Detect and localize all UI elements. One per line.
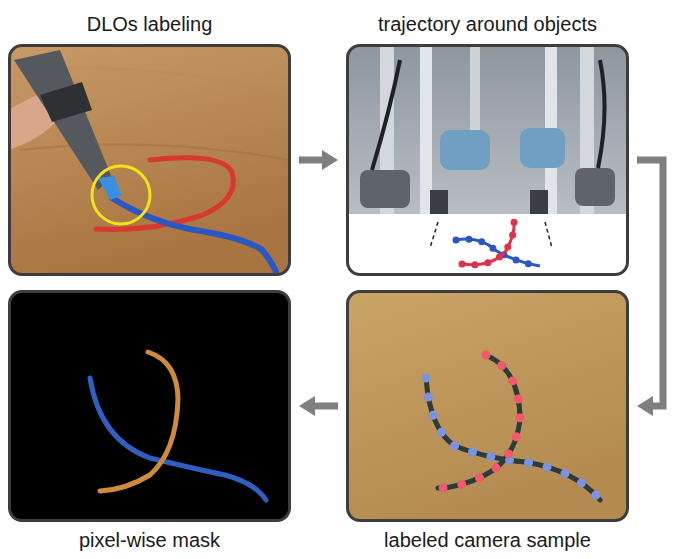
- panel-frame: [346, 44, 629, 276]
- flow-arrow: [637, 160, 663, 416]
- flow-arrow: [299, 396, 338, 416]
- panel-frame: [8, 44, 291, 276]
- panel: labeled camera sample: [346, 290, 629, 558]
- panel-heading: DLOs labeling: [8, 4, 291, 44]
- panel: DLOs labeling: [8, 4, 291, 276]
- panel: pixel-wise mask: [8, 290, 291, 558]
- panel-heading: labeled camera sample: [346, 522, 629, 558]
- panel: trajectory around objects: [346, 4, 629, 276]
- panel-heading: trajectory around objects: [346, 4, 629, 44]
- panel-heading: pixel-wise mask: [8, 522, 291, 558]
- panel-frame: [346, 290, 629, 522]
- flow-arrow: [299, 150, 338, 170]
- panel-frame: [8, 290, 291, 522]
